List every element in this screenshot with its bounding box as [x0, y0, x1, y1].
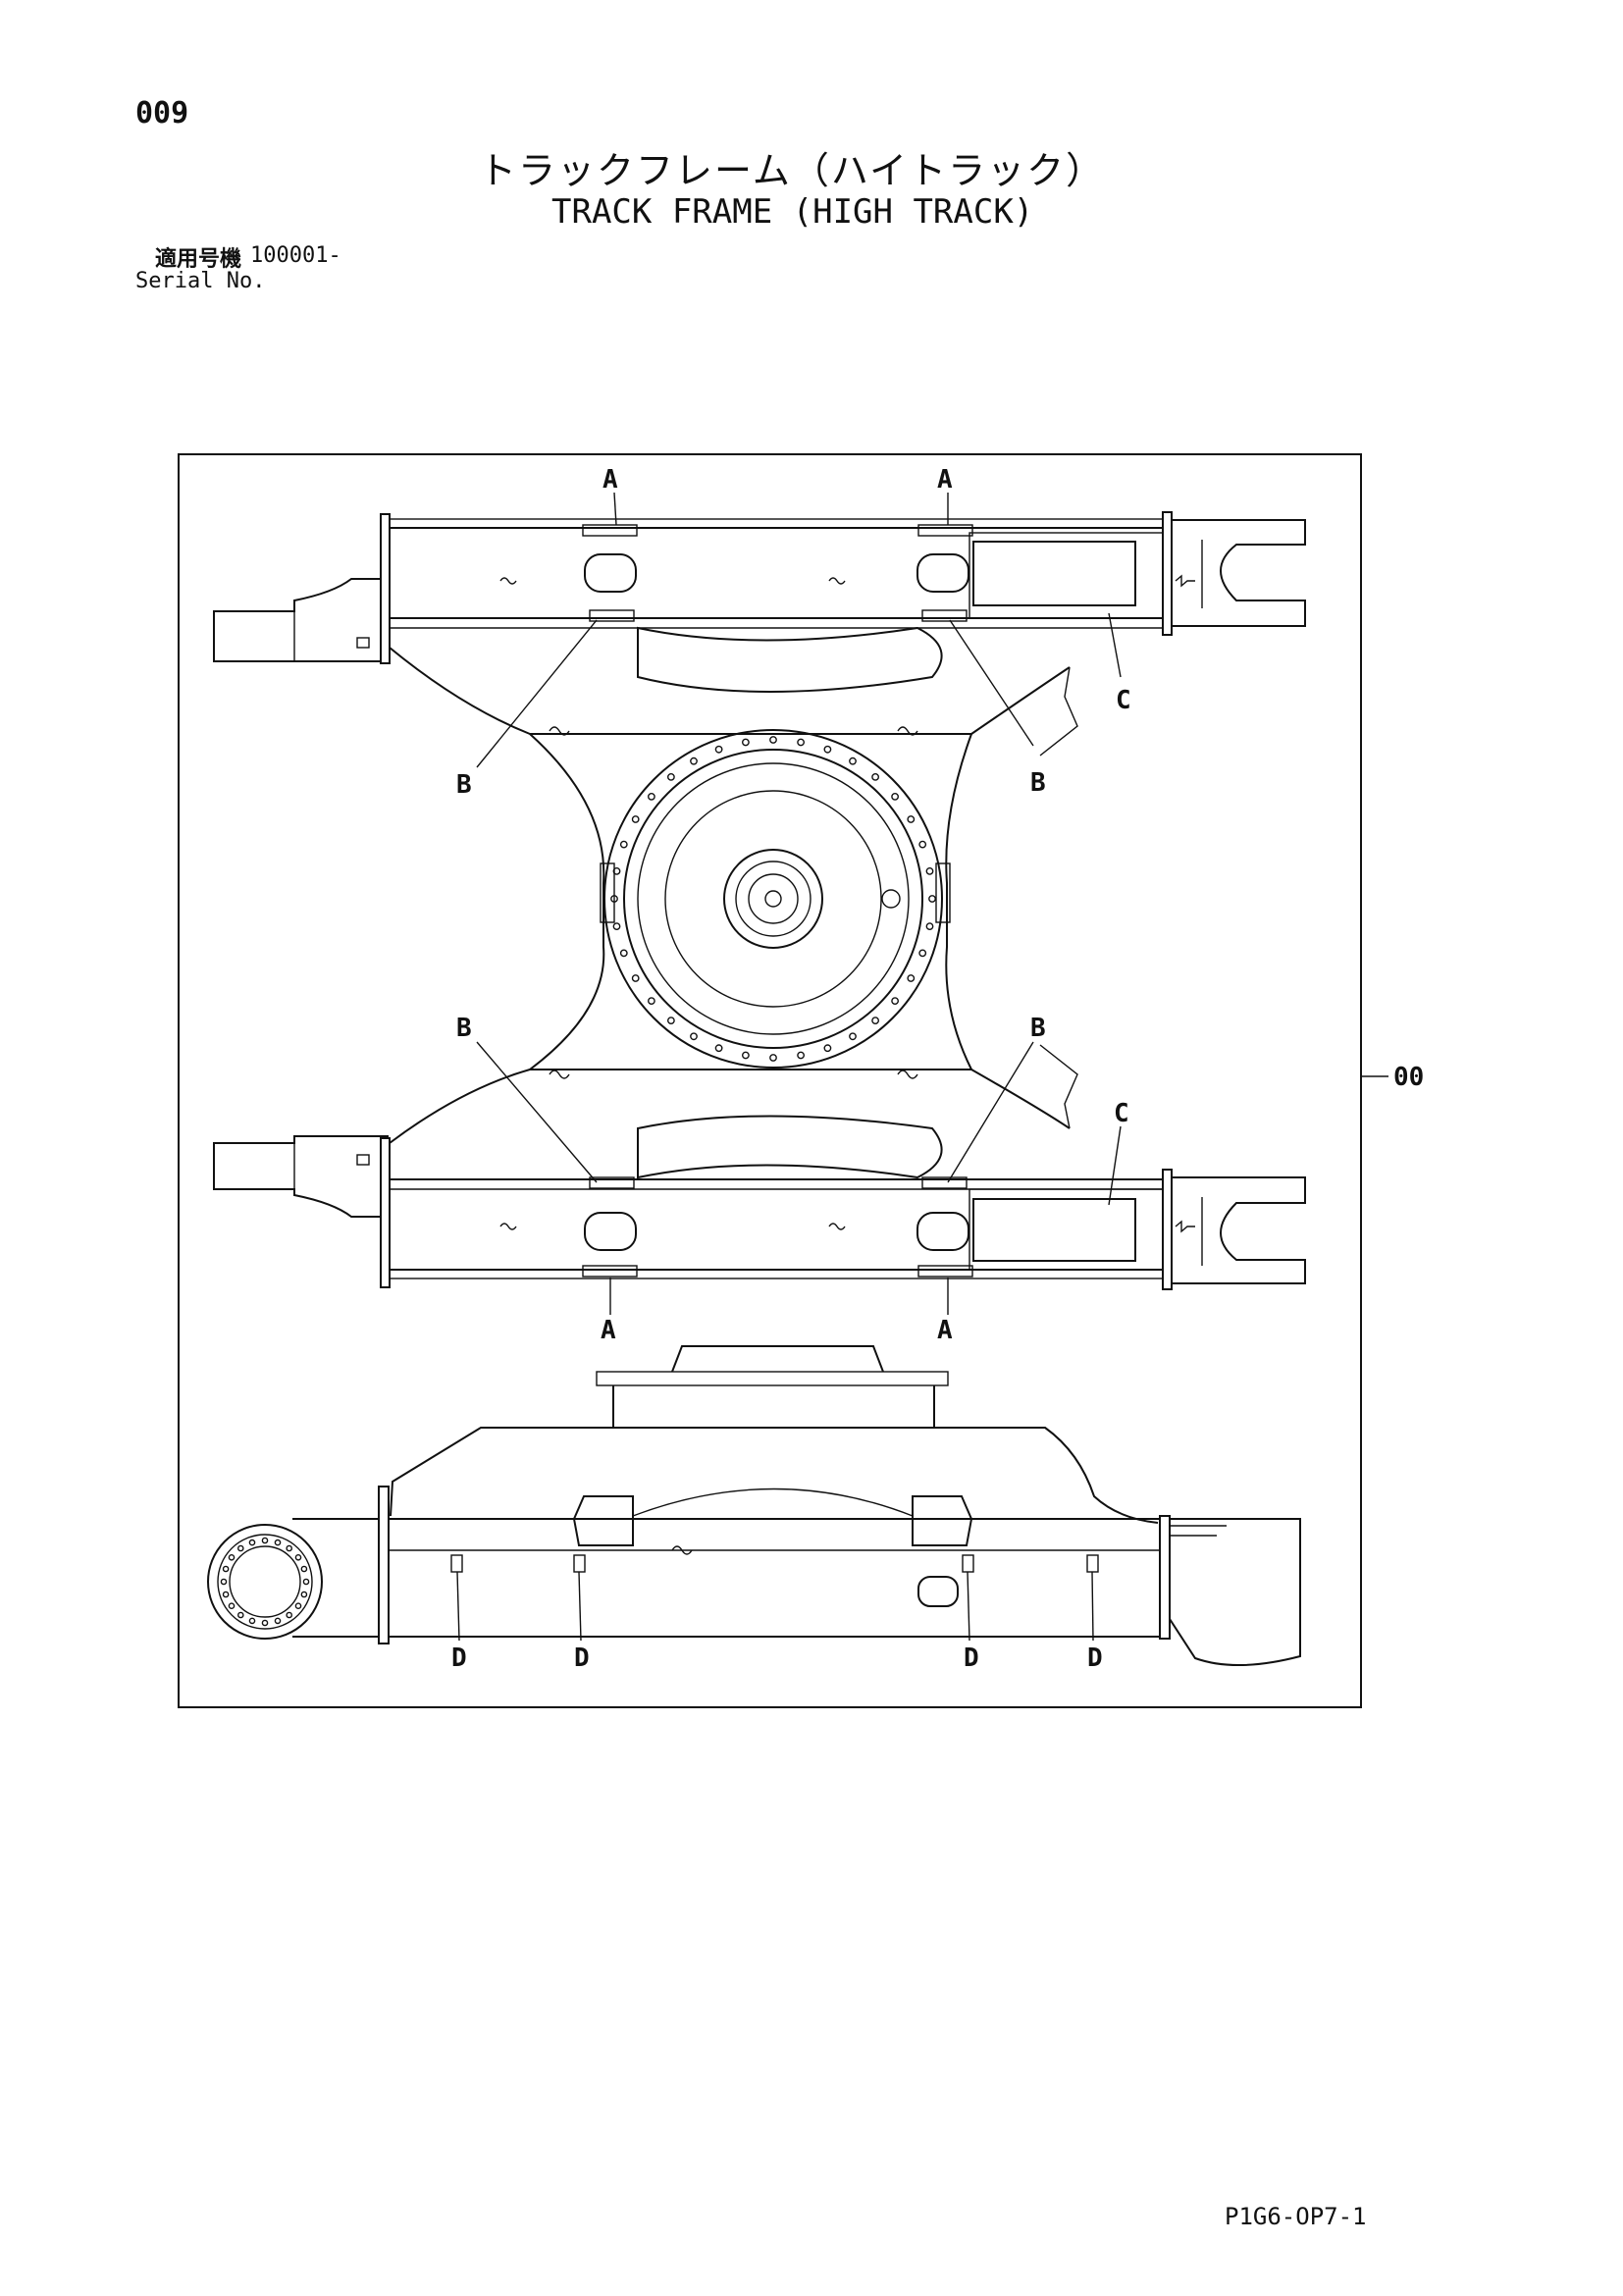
bolt-hole: [274, 1617, 282, 1625]
bolt-hole: [619, 949, 628, 958]
bolt-hole: [849, 1032, 857, 1041]
bolt-hole: [236, 1611, 244, 1619]
callout-b: B: [456, 770, 472, 800]
bolt-hole: [667, 1017, 675, 1025]
bolt-hole: [274, 1539, 282, 1546]
bolt-hole: [610, 895, 618, 903]
bolt-hole: [925, 867, 934, 875]
bolt-hole: [928, 895, 936, 903]
bolt-hole: [918, 840, 927, 849]
serial-label-japanese: 適用号機: [155, 247, 242, 272]
bolt-hole: [302, 1578, 310, 1586]
bolt-hole: [667, 773, 675, 781]
bolt-hole: [619, 840, 628, 849]
callout-d: D: [964, 1644, 979, 1673]
bolt-hole: [222, 1565, 230, 1573]
callout-c: C: [1114, 1099, 1129, 1128]
bolt-hole: [248, 1539, 256, 1546]
bolt-hole: [769, 1054, 777, 1062]
bolt-hole: [742, 738, 750, 747]
page-number: 009: [135, 96, 189, 130]
callout-d: D: [574, 1644, 590, 1673]
swing-bearing: [603, 729, 943, 1069]
bolt-hole: [300, 1591, 308, 1598]
callout-a: A: [937, 1316, 953, 1345]
callout-b: B: [1030, 1014, 1046, 1043]
bolt-hole: [248, 1617, 256, 1625]
bolt-hole: [286, 1544, 293, 1552]
callout-d: D: [451, 1644, 467, 1673]
serial-value: 100001-: [250, 243, 341, 268]
bolt-hole: [261, 1537, 269, 1544]
bolt-hole: [907, 974, 916, 982]
side-view-frame: [207, 1345, 1301, 1667]
bolt-hole: [823, 1044, 832, 1053]
upper-side-frame: [213, 511, 1306, 664]
callout-leaders: [456, 492, 1388, 1642]
callout-a: A: [601, 1316, 616, 1345]
bolt-hole: [228, 1554, 236, 1561]
bolt-hole: [714, 745, 723, 754]
bolt-hole: [907, 815, 916, 823]
bolt-hole: [236, 1544, 244, 1552]
bolt-hole: [228, 1602, 236, 1609]
bolt-hole: [891, 997, 899, 1005]
bolt-hole: [286, 1611, 293, 1619]
bolt-hole: [648, 793, 655, 801]
bolt-hole: [849, 757, 857, 765]
bolt-hole: [612, 922, 621, 930]
bolt-hole: [714, 1044, 723, 1053]
part-number-callout: 00: [1393, 1063, 1424, 1092]
bolt-hole: [891, 793, 899, 801]
callout-a: A: [937, 465, 953, 495]
bolt-hole: [690, 1032, 698, 1041]
bolt-hole: [648, 997, 655, 1005]
bolt-hole: [918, 949, 927, 958]
bolt-hole: [797, 738, 805, 747]
bolt-hole: [690, 757, 698, 765]
bolt-hole: [631, 974, 640, 982]
bolt-hole: [222, 1591, 230, 1598]
bolt-hole: [925, 922, 934, 930]
lower-side-frame: [213, 1135, 1306, 1290]
callout-b: B: [1030, 768, 1046, 798]
bolt-hole: [871, 1017, 879, 1025]
title-japanese: トラックフレーム（ハイトラック）: [479, 149, 1106, 192]
bolt-hole: [871, 773, 879, 781]
callout-a: A: [602, 465, 618, 495]
bolt-hole: [261, 1619, 269, 1627]
drawing-border: [178, 453, 1362, 1708]
serial-label-english: Serial No.: [135, 269, 266, 293]
bolt-hole: [631, 815, 640, 823]
drawing-code: P1G6-OP7-1: [1225, 2203, 1367, 2230]
title-english: TRACK FRAME (HIGH TRACK): [551, 192, 1034, 232]
bolt-hole: [742, 1051, 750, 1060]
callout-d: D: [1087, 1644, 1103, 1673]
bolt-hole: [612, 867, 621, 875]
bolt-hole: [797, 1051, 805, 1060]
bolt-hole: [300, 1565, 308, 1573]
callout-b: B: [456, 1014, 472, 1043]
bolt-hole: [823, 745, 832, 754]
callout-c: C: [1116, 686, 1131, 715]
center-frame-body: [389, 626, 1078, 1179]
bolt-hole: [294, 1602, 302, 1609]
bolt-hole: [294, 1554, 302, 1561]
bolt-hole: [220, 1578, 228, 1586]
bolt-hole: [769, 736, 777, 744]
